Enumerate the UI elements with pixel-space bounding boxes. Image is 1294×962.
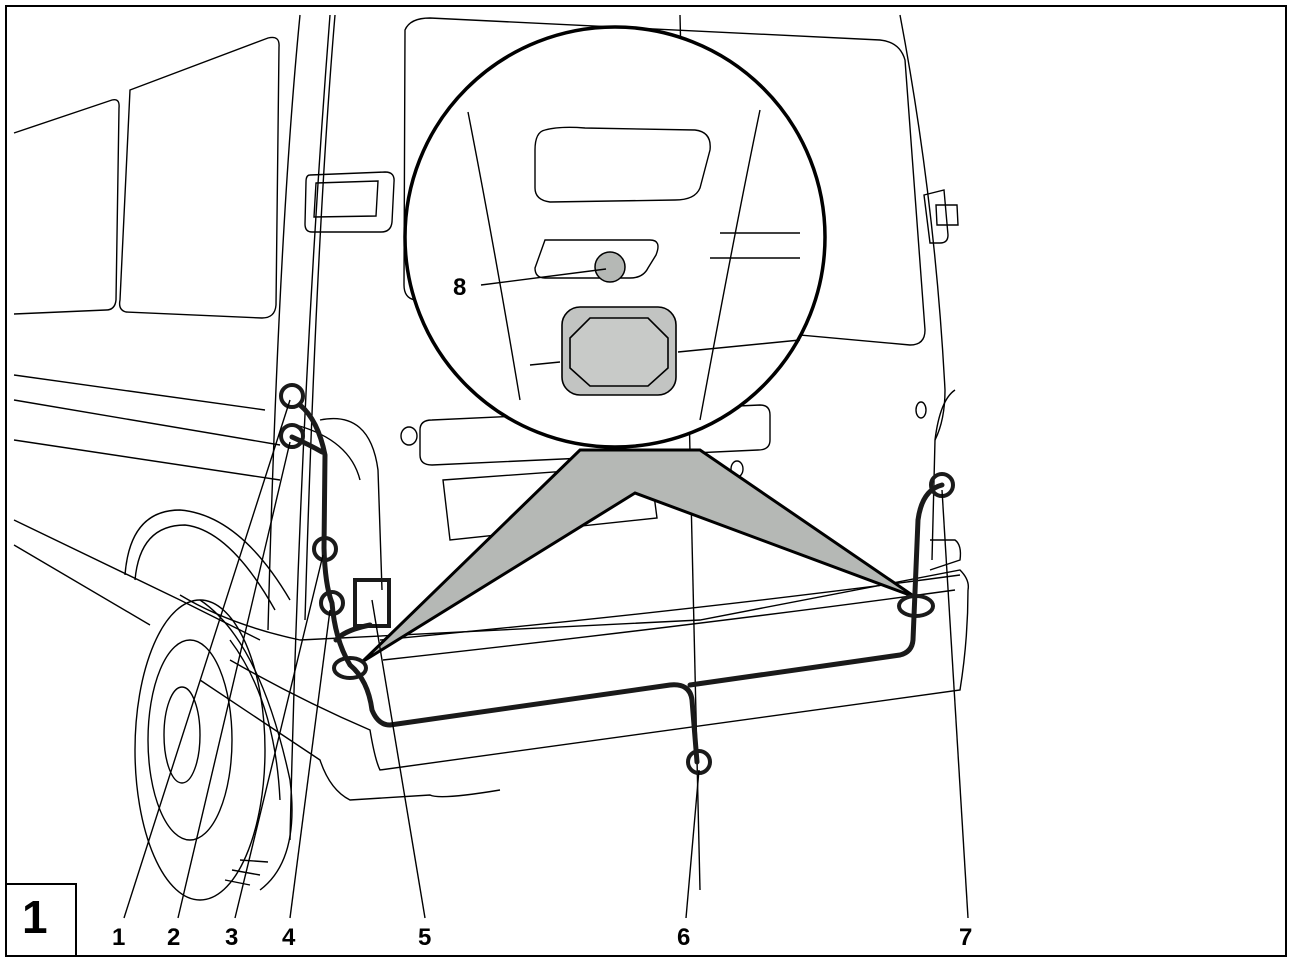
callout-label-3: 3	[225, 924, 239, 951]
module-5	[353, 578, 391, 628]
connector-points	[279, 383, 955, 775]
figure-frame	[5, 5, 1287, 957]
connector-4	[319, 590, 345, 616]
callout-label-2: 2	[167, 924, 181, 951]
grommet-right	[897, 594, 935, 618]
grommet-left	[332, 656, 368, 680]
leader-2	[177, 441, 291, 919]
leader-5	[371, 599, 426, 919]
callout-label-1: 1	[112, 924, 126, 951]
figure-number-box	[7, 883, 77, 957]
van-body-outline	[13, 14, 970, 901]
magnified-detail-circle	[403, 25, 827, 449]
leader-4	[289, 609, 331, 919]
connector-3	[312, 536, 338, 562]
callout-label-7: 7	[959, 924, 973, 951]
leader-8	[480, 268, 607, 286]
magnification-wedge	[360, 448, 916, 664]
connector-2	[279, 423, 305, 449]
callout-label-4: 4	[282, 924, 296, 951]
leader-7	[941, 489, 969, 919]
connector-1	[279, 383, 305, 409]
leader-1	[123, 399, 291, 919]
callout-label-6: 6	[677, 924, 691, 951]
callout-leaders	[123, 399, 969, 919]
callout-label-8: 8	[453, 274, 467, 301]
callout-label-5: 5	[418, 924, 432, 951]
leader-6	[685, 769, 700, 919]
socket-octagon	[569, 317, 669, 387]
figure-number: 1	[22, 891, 48, 943]
socket-point-8	[594, 251, 626, 283]
leader-3	[234, 554, 324, 919]
